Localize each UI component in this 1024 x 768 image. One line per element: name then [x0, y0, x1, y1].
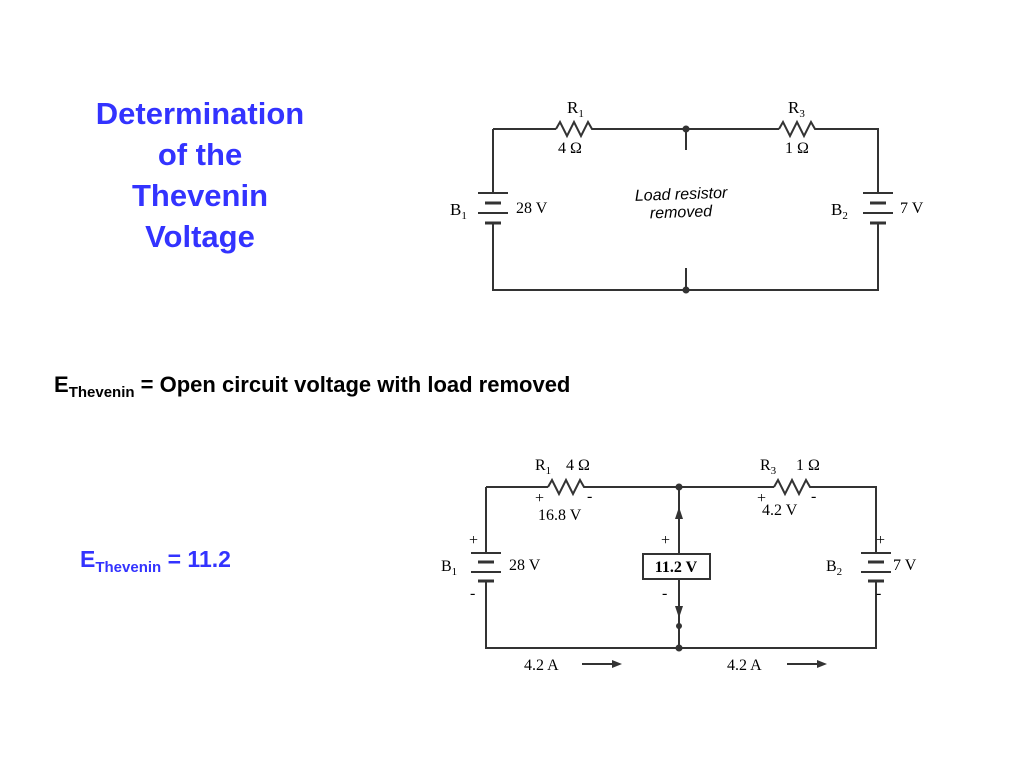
- current-arrowhead-left: [612, 660, 622, 668]
- r1-label: R1: [567, 98, 584, 120]
- current-label-left: 4.2 A: [524, 657, 559, 674]
- current-arrowhead-right: [817, 660, 827, 668]
- load-note-line-1: Load resistor: [635, 185, 729, 205]
- eq2-text: = 11.2: [161, 546, 231, 572]
- b1-label: B1: [450, 200, 467, 222]
- meter-plus: +: [661, 532, 670, 549]
- node-dot: [682, 125, 690, 133]
- top-wire-right: [819, 128, 879, 193]
- voltage-arrow-up: [675, 507, 683, 519]
- title-line-1: Determination: [95, 96, 305, 131]
- voltage-arrow-down: [675, 606, 683, 618]
- r3-minus: -: [811, 488, 816, 505]
- title-line-4: Voltage: [145, 219, 255, 254]
- b2-minus: -: [876, 585, 881, 602]
- title-line-2: of the: [157, 137, 243, 172]
- resistor-r1: [555, 119, 596, 139]
- r3-plus: +: [757, 490, 766, 507]
- b1-value: 28 V: [509, 557, 541, 574]
- eq1-prefix: E: [54, 372, 69, 397]
- b2-value: 7 V: [900, 200, 924, 217]
- node-dot: [682, 286, 690, 294]
- b2-label: B2: [831, 200, 848, 222]
- load-note-line-2: removed: [650, 203, 714, 222]
- eq1-text: = Open circuit voltage with load removed: [134, 372, 571, 397]
- b1-label: B1: [441, 558, 457, 578]
- resistor-r1: [547, 477, 588, 497]
- r1-drop: 16.8 V: [538, 507, 582, 524]
- eq2-prefix: E: [80, 546, 96, 572]
- r1-plus: +: [535, 490, 544, 507]
- node-dot: [675, 644, 683, 652]
- b2-plus: +: [876, 532, 885, 549]
- eq1-subscript: Thevenin: [68, 384, 135, 401]
- resistor-r3: [778, 119, 819, 139]
- r1-minus: -: [587, 488, 592, 505]
- b1-minus: -: [470, 585, 475, 602]
- b1-value: 28 V: [516, 200, 548, 217]
- voltmeter-box: [642, 553, 711, 580]
- current-label-right: 4.2 A: [727, 657, 762, 674]
- slide-title: Determination of the Thevenin Voltage: [60, 93, 340, 257]
- thevenin-result: EThevenin = 11.2: [80, 546, 231, 576]
- r3-drop: 4.2 V: [762, 502, 798, 519]
- r3-value: 1 Ω: [785, 140, 809, 157]
- eq2-subscript: Thevenin: [95, 559, 162, 576]
- b2-label: B2: [826, 558, 842, 578]
- r1-value: 4 Ω: [558, 140, 582, 157]
- r3-label: R3: [760, 457, 777, 477]
- b2-value: 7 V: [893, 557, 917, 574]
- node-dot: [675, 483, 683, 491]
- resistor-r3: [773, 477, 814, 497]
- voltmeter-reading: 11.2 V: [655, 559, 698, 576]
- meter-minus: -: [662, 585, 667, 602]
- wire-bottom: [485, 581, 877, 649]
- wire-top-segment: [814, 486, 877, 553]
- b1-plus: +: [469, 532, 478, 549]
- title-line-3: Thevenin: [131, 178, 269, 213]
- r1-label: R1: [535, 457, 551, 477]
- r3-value: 1 Ω: [796, 457, 820, 474]
- thevenin-definition: EThevenin = Open circuit voltage with lo…: [54, 372, 570, 401]
- node-dot: [676, 623, 682, 629]
- r3-label: R3: [788, 98, 805, 120]
- r1-value: 4 Ω: [566, 457, 590, 474]
